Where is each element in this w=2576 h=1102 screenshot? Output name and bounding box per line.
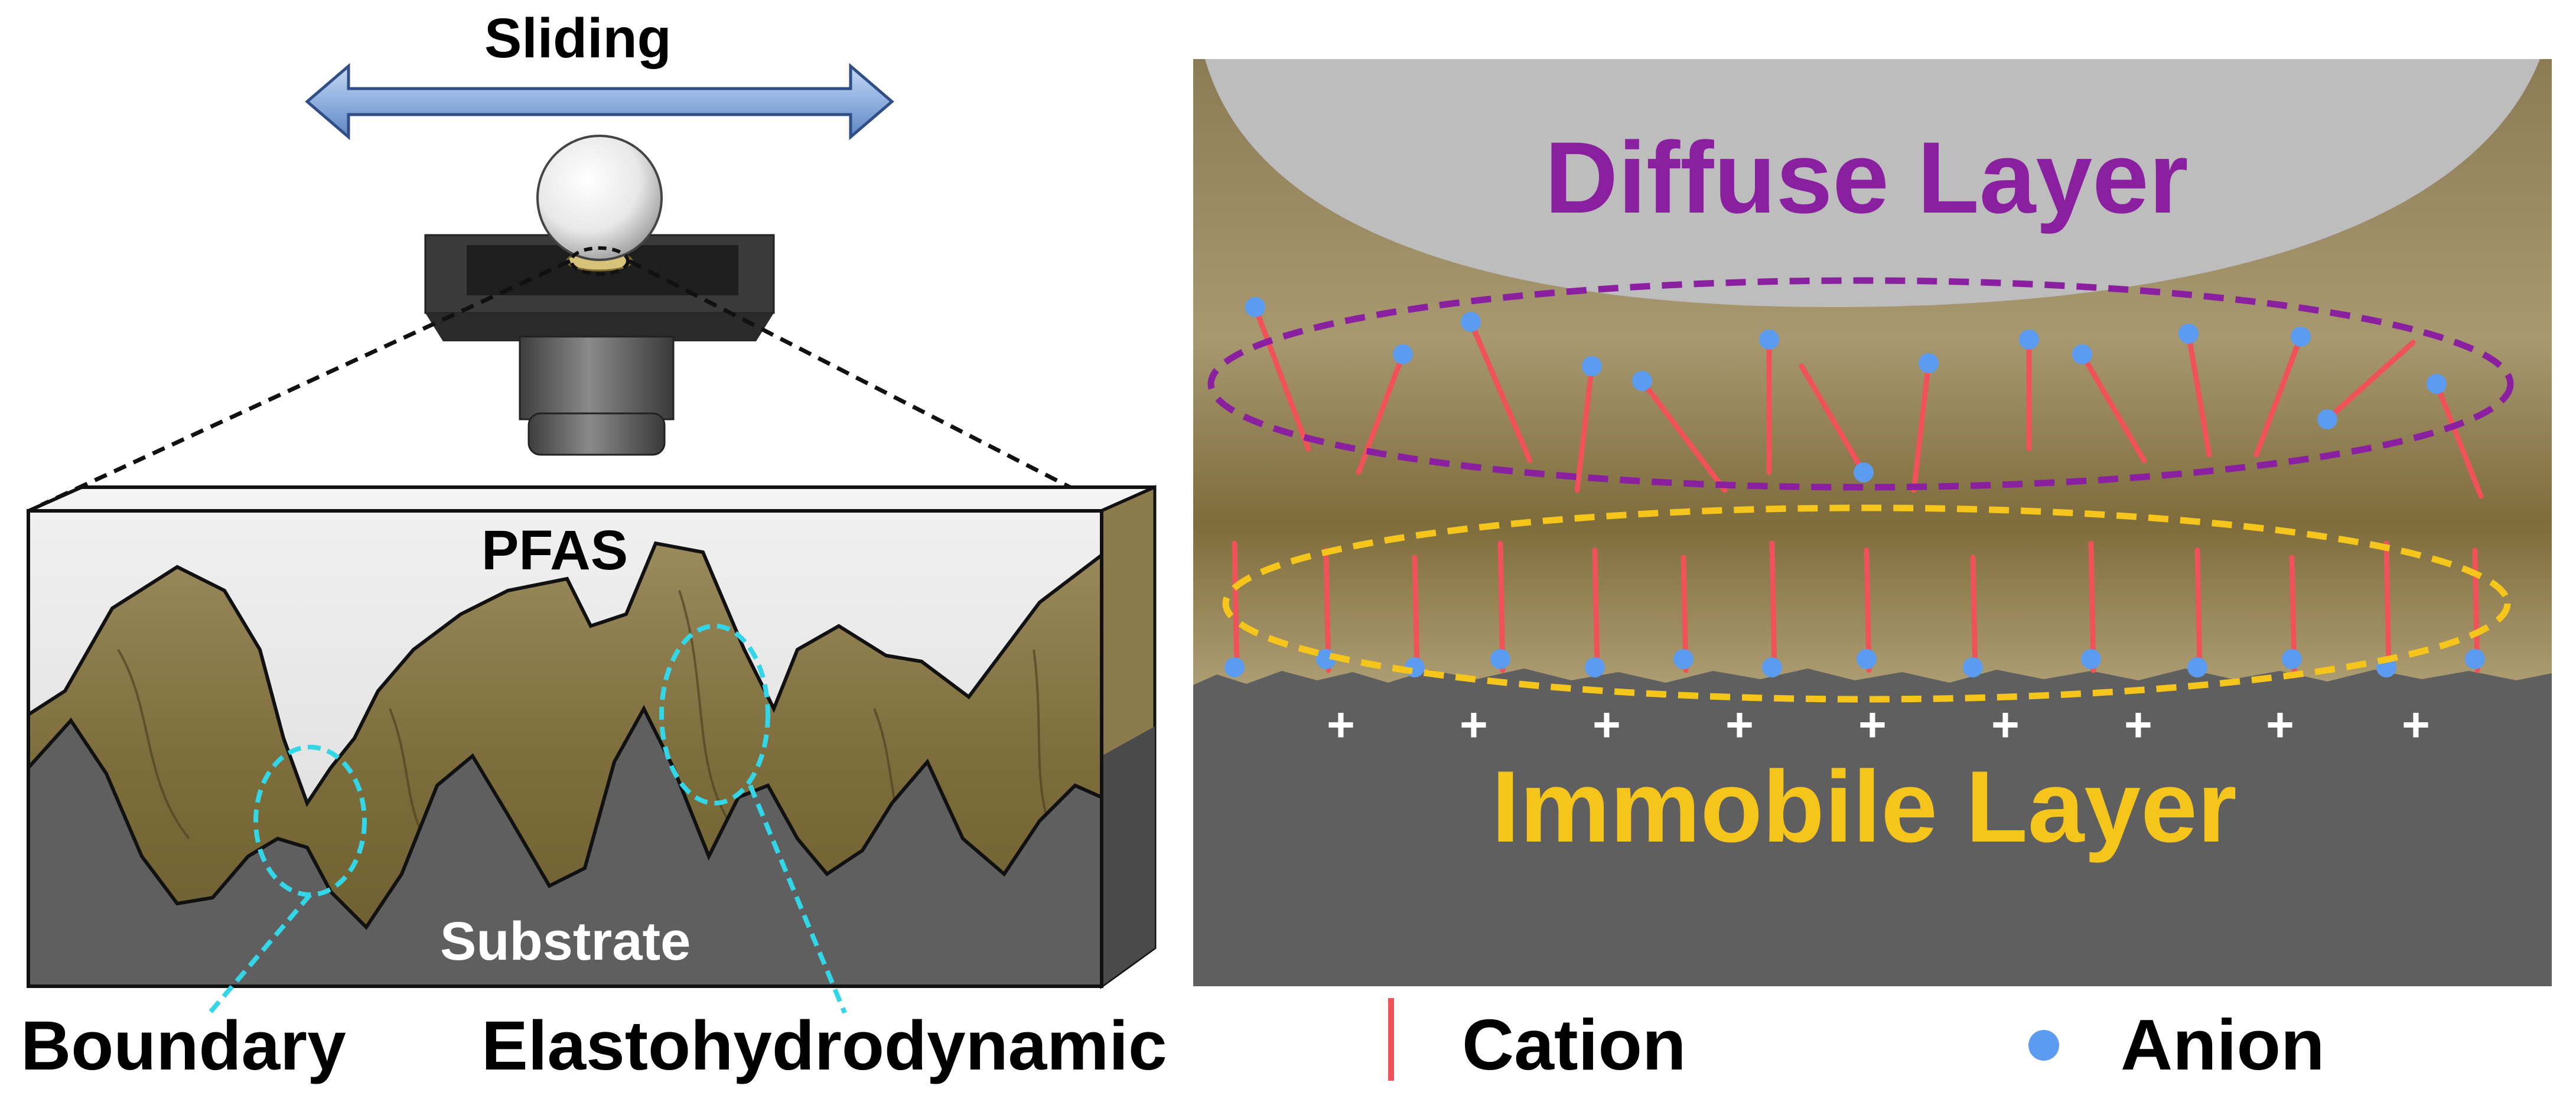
cation-marker (1468, 319, 1533, 464)
surface-charge-sign: + (1725, 698, 1754, 752)
regime-highlights (207, 624, 847, 1015)
cation-marker (2194, 547, 2203, 673)
sliding-arrow (305, 63, 894, 141)
anion-marker (1673, 649, 1694, 669)
surface-charge-sign: + (1593, 698, 1621, 752)
zoom-guides (40, 259, 1106, 507)
edl-panel (1193, 59, 2552, 986)
surface-charge-sign: + (1858, 698, 1887, 752)
substrate-label: Substrate (440, 911, 691, 971)
anion-marker (1393, 344, 1413, 364)
surface-charge-sign: + (1991, 698, 2020, 752)
anion-marker (1585, 657, 1605, 677)
anion-marker (2317, 409, 2337, 429)
anion-marker (1225, 657, 1245, 677)
surface-charges: + + + + + + + + + (1327, 698, 2430, 752)
cation-marker (1799, 363, 1867, 475)
sliding-label: Sliding (484, 7, 672, 70)
pfas-label: PFAS (481, 519, 628, 582)
ball-probe (536, 135, 663, 261)
immobile-layer-outline (1222, 504, 2511, 703)
cation-marker (2324, 340, 2416, 422)
elastohydrodynamic-label: Elastohydrodynamic (481, 1007, 1167, 1085)
cation-marker (1592, 547, 1600, 673)
diffuse-layer-label: Diffuse Layer (1545, 121, 2189, 234)
anion-legend-label: Anion (2121, 1005, 2325, 1085)
cation-marker (1252, 304, 1311, 452)
cation-marker (1970, 555, 1978, 673)
cation-marker (2434, 381, 2484, 499)
surface-charge-sign: + (1460, 698, 1488, 752)
electrode-substrate (1193, 669, 2552, 986)
boundary-label: Boundary (21, 1007, 346, 1085)
cation-marker (1412, 555, 1420, 673)
anion-marker (2282, 649, 2302, 669)
cation-marker (2253, 334, 2304, 458)
anion-marker (1857, 649, 1877, 669)
cation-marker (2383, 540, 2392, 673)
cation-marker (1356, 351, 1406, 475)
tribometer-rig (424, 135, 775, 456)
cation-marker (1497, 540, 1506, 673)
anion-marker (1582, 356, 1602, 376)
anion-marker (2427, 374, 2447, 394)
cation-marker (1639, 378, 1728, 493)
anion-marker (1963, 657, 1983, 677)
anion-marker (1490, 649, 1510, 669)
layer-outlines (1207, 277, 2514, 703)
anion-marker (1759, 330, 1779, 350)
anion-legend-swatch (2028, 1030, 2059, 1061)
pfas-cross-section (27, 485, 1157, 989)
anion-marker (1632, 371, 1652, 391)
cation-markers (1232, 304, 2484, 673)
cation-marker (1232, 540, 1240, 673)
anion-marker (2187, 657, 2207, 677)
anion-marker (2072, 344, 2092, 364)
anion-marker (1762, 657, 1782, 677)
anion-marker (2178, 324, 2199, 344)
cation-legend-label: Cation (1462, 1005, 1686, 1085)
surface-charge-sign: + (2266, 698, 2294, 752)
cation-marker (2079, 351, 2147, 464)
surface-charge-sign: + (2402, 698, 2430, 752)
anion-marker (1854, 462, 1874, 482)
cation-marker (2186, 331, 2212, 458)
anion-marker (2019, 330, 2039, 350)
cation-marker (1769, 540, 1777, 673)
cation-marker (2088, 540, 2096, 673)
anion-marker (2465, 649, 2485, 669)
surface-charge-sign: + (2124, 698, 2152, 752)
cation-marker (1574, 363, 1595, 493)
anion-marker (2291, 327, 2311, 347)
anion-marker (1461, 312, 1481, 332)
cation-marker (1911, 360, 1932, 493)
anion-markers (1225, 297, 2485, 677)
surface-charge-sign: + (1327, 698, 1355, 752)
anion-marker (1245, 297, 1265, 317)
anion-marker (2081, 649, 2101, 669)
anion-marker (1919, 353, 1939, 373)
immobile-layer-label: Immobile Layer (1491, 750, 2237, 863)
diffuse-layer-outline (1207, 277, 2514, 491)
